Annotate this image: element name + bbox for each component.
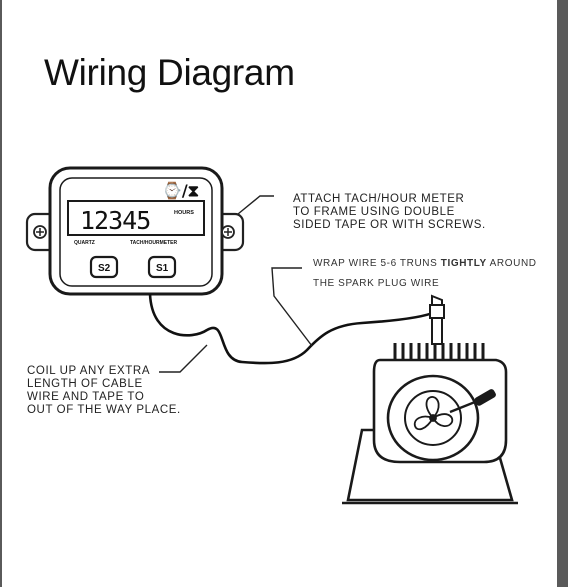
attach-note-line-3: SIDED TAPE OR WITH SCREWS.: [293, 219, 486, 231]
coil-note-line-3: WIRE AND TAPE TO: [27, 391, 145, 403]
s2-button: [89, 255, 119, 279]
coil-note-line-1: COIL UP ANY EXTRA: [27, 365, 151, 377]
coil-note: COIL UP ANY EXTRA LENGTH OF CABLE WIRE A…: [27, 365, 181, 417]
coil-note-line-4: OUT OF THE WAY PLACE.: [27, 404, 181, 416]
hours-label: HOURS: [174, 210, 194, 216]
attach-leader-line: [237, 195, 274, 215]
fan-blades-icon: [413, 396, 454, 431]
sensor-cable: [148, 293, 436, 365]
tach-hour-icon: ⌚/⧗: [162, 181, 199, 200]
spark-plug: [429, 294, 445, 345]
page-title: Wiring Diagram: [44, 52, 295, 93]
wrap-note: WRAP WIRE 5-6 TRUNS TIGHTLY AROUND THE S…: [313, 254, 537, 294]
starter-cord: [449, 398, 481, 414]
s2-button-label: S2: [98, 263, 111, 274]
document-page: Wiring Diagram ⌚/⧗ 123: [2, 0, 557, 587]
lcd-value: 12345: [80, 206, 150, 235]
small-engine: [342, 294, 518, 505]
wrap-leader-line: [271, 267, 313, 347]
tach-hour-meter: ⌚/⧗ 12345 HOURS QUARTZ TACH/HOURMETER S2…: [25, 166, 245, 296]
cooling-fins: [393, 343, 485, 360]
brand-label: QUARTZ: [74, 240, 95, 246]
right-screw-icon: [221, 225, 235, 239]
s1-button: [147, 255, 177, 279]
wrap-note-line-2: THE SPARK PLUG WIRE: [313, 278, 440, 289]
s1-button-label: S1: [156, 263, 169, 274]
starter-handle: [474, 389, 496, 406]
viewer-scrollbar-edge[interactable]: [557, 0, 568, 587]
model-label: TACH/HOURMETER: [130, 240, 178, 246]
left-screw-icon: [33, 225, 47, 239]
coil-note-line-2: LENGTH OF CABLE: [27, 378, 143, 390]
attach-note-line-2: TO FRAME USING DOUBLE: [293, 206, 455, 218]
wrap-note-line-1: WRAP WIRE 5-6 TRUNS TIGHTLY AROUND: [313, 258, 537, 269]
attach-note-line-1: ATTACH TACH/HOUR METER: [293, 193, 465, 205]
attach-note: ATTACH TACH/HOUR METER TO FRAME USING DO…: [293, 193, 486, 232]
wiring-illustration: ⌚/⧗ 12345 HOURS QUARTZ TACH/HOURMETER S2…: [25, 166, 518, 505]
lcd-display: [67, 200, 205, 236]
coil-leader-line: [159, 344, 208, 373]
